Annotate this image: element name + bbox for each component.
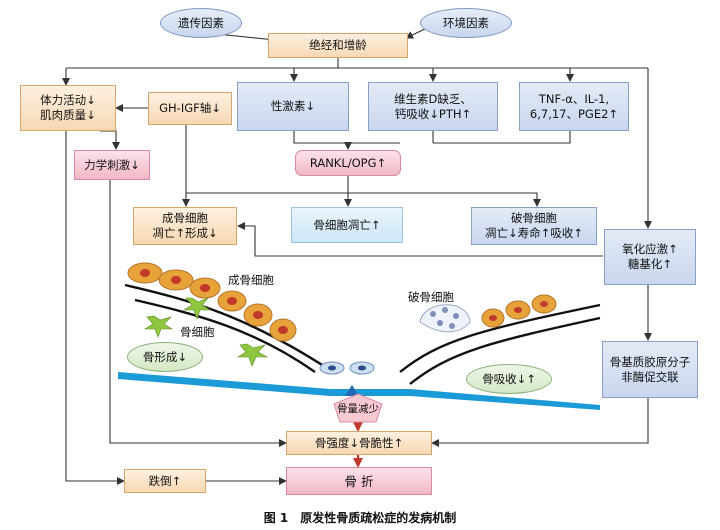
figure-caption: 图 1 原发性骨质疏松症的发病机制 <box>263 511 457 525</box>
osteoclast-shape <box>419 304 471 333</box>
osteocyte-label: 骨细胞 <box>180 325 215 339</box>
sex-hormone-box: 性激素↓ <box>237 82 349 131</box>
strength-fragility-box: 骨强度↓骨脆性↑ <box>286 431 432 455</box>
activity-muscle-box: 体力活动↓ 肌肉质量↓ <box>20 85 116 131</box>
osteoclast-label: 破骨细胞 <box>408 290 454 304</box>
tnf-cytokine-box: TNF-α、IL-1, 6,7,17、PGE2↑ <box>519 82 629 131</box>
collagen-crosslink-box: 骨基质胶原分子 非酶促交联 <box>602 341 698 398</box>
osteocyte-box: 骨细胞凋亡↑ <box>291 207 403 243</box>
osteocyte-shapes <box>143 297 269 367</box>
menopause-aging-box: 绝经和增龄 <box>268 33 408 58</box>
environment-factors-oval: 环境因素 <box>420 8 512 38</box>
osteoblast-label: 成骨细胞 <box>228 273 274 287</box>
rankl-opg-box: RANKL/OPG↑ <box>295 150 401 176</box>
bone-plate <box>118 372 600 410</box>
triangle-marker <box>345 385 359 396</box>
bone-loss-label: 骨量减少 <box>337 402 379 415</box>
osteoblast-row-left <box>127 262 297 342</box>
vitamin-d-box: 维生素D缺乏、 钙吸收↓PTH↑ <box>368 82 498 131</box>
fall-box: 跌倒↑ <box>124 469 206 493</box>
gh-igf-box: GH-IGF轴↓ <box>148 92 232 125</box>
oxidative-stress-box: 氧化应激↑ 糖基化↑ <box>604 229 696 285</box>
bone-loss-pentagon <box>333 393 383 423</box>
fracture-box: 骨 折 <box>286 467 432 495</box>
bone-formation-oval: 骨形成↓ <box>127 342 203 372</box>
mechanical-stimulus-box: 力学刺激↓ <box>74 150 150 180</box>
osteoblast-row-right <box>481 294 557 328</box>
genetic-factors-oval: 遗传因素 <box>160 8 242 38</box>
osteoblast-box: 成骨细胞 凋亡↑形成↓ <box>133 207 237 245</box>
bone-resorption-oval: 骨吸收↓↑ <box>466 364 552 394</box>
osteoclast-box: 破骨细胞 凋亡↓寿命↑吸收↑ <box>471 207 597 245</box>
lining-cells <box>319 361 375 375</box>
